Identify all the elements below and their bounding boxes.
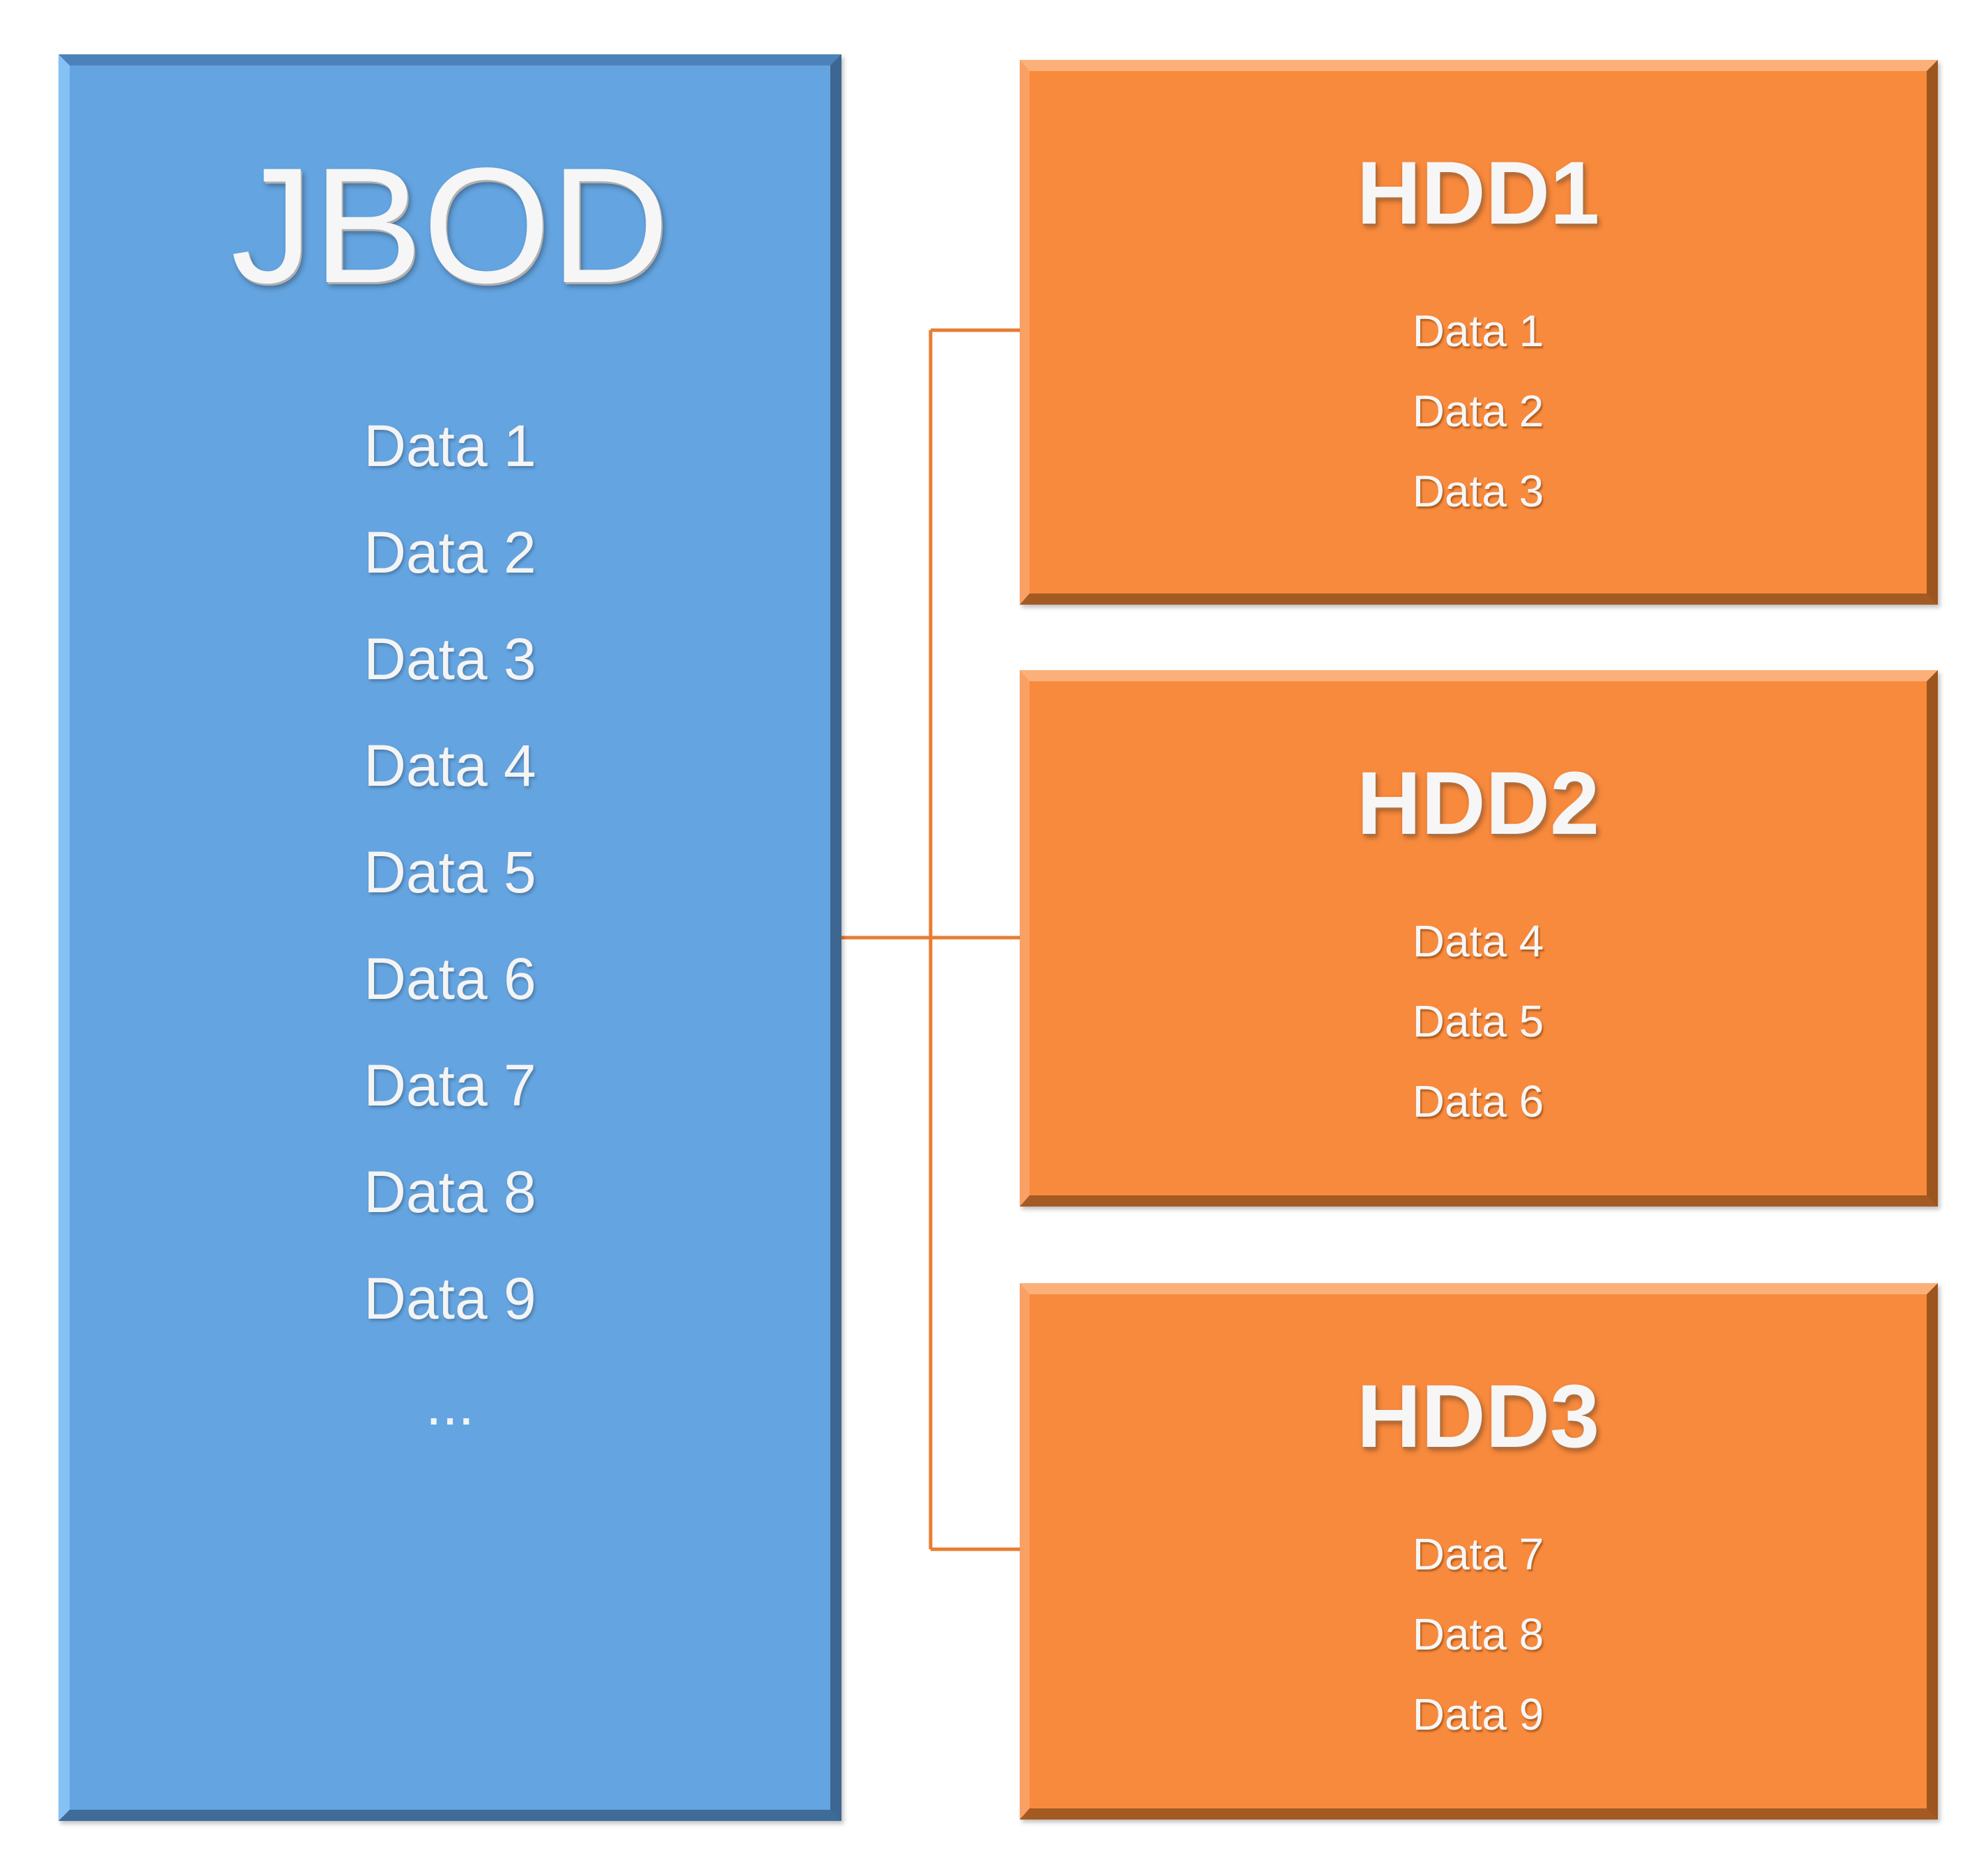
hdd3-data-item: Data 7 bbox=[1412, 1529, 1544, 1579]
hdd1-data-item: Data 2 bbox=[1412, 386, 1544, 436]
jbod-data-item: Data 1 bbox=[364, 413, 536, 479]
hdd2-data-item: Data 4 bbox=[1412, 916, 1544, 966]
jbod-data-item: Data 5 bbox=[364, 839, 536, 905]
hdd2-title: HDD2 bbox=[1356, 754, 1600, 853]
hdd3-data-list: Data 7 Data 8 Data 9 bbox=[1030, 1514, 1927, 1755]
jbod-data-list: Data 1 Data 2 Data 3 Data 4 Data 5 Data … bbox=[70, 393, 830, 1352]
jbod-block: JBOD Data 1 Data 2 Data 3 Data 4 Data 5 … bbox=[59, 54, 841, 1821]
hdd2-block: HDD2 Data 4 Data 5 Data 6 bbox=[1020, 670, 1938, 1207]
jbod-data-item: Data 4 bbox=[364, 733, 536, 798]
hdd2-data-item: Data 6 bbox=[1412, 1076, 1544, 1126]
hdd1-data-item: Data 3 bbox=[1412, 466, 1544, 516]
hdd2-data-list: Data 4 Data 5 Data 6 bbox=[1030, 901, 1927, 1142]
jbod-data-item: Data 6 bbox=[364, 946, 536, 1011]
hdd1-data-list: Data 1 Data 2 Data 3 bbox=[1030, 291, 1927, 532]
hdd3-data-item: Data 9 bbox=[1412, 1689, 1544, 1739]
jbod-data-item: Data 3 bbox=[364, 626, 536, 692]
hdd3-data-item: Data 8 bbox=[1412, 1609, 1544, 1659]
hdd3-title: HDD3 bbox=[1356, 1367, 1600, 1466]
hdd2-data-item: Data 5 bbox=[1412, 996, 1544, 1046]
hdd3-block: HDD3 Data 7 Data 8 Data 9 bbox=[1020, 1283, 1938, 1820]
hdd1-block: HDD1 Data 1 Data 2 Data 3 bbox=[1020, 60, 1938, 605]
hdd1-data-item: Data 1 bbox=[1412, 306, 1544, 356]
jbod-ellipsis: ... bbox=[425, 1372, 474, 1437]
jbod-data-item: Data 7 bbox=[364, 1053, 536, 1118]
hdd1-title: HDD1 bbox=[1356, 144, 1600, 243]
jbod-data-item: Data 2 bbox=[364, 520, 536, 585]
jbod-data-item: Data 9 bbox=[364, 1266, 536, 1331]
jbod-data-item: Data 8 bbox=[364, 1159, 536, 1225]
jbod-title: JBOD bbox=[231, 134, 669, 318]
